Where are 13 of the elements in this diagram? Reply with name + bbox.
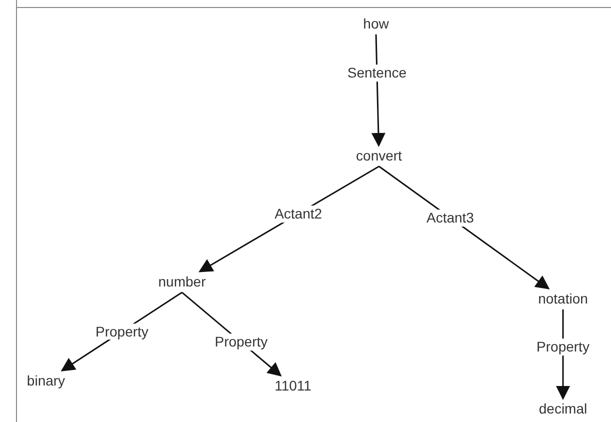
node-label: notation [538,290,588,308]
edge-label: Property [534,338,592,356]
node-label: number [158,274,206,290]
edge-label: Sentence [345,64,409,82]
node-label: binary [26,372,66,390]
node-label: convert [356,148,402,164]
edge-label: Property [94,323,150,340]
edge-label: Actant3 [424,209,476,226]
node-label: 11011 [274,378,312,394]
node-label: decimal [538,400,588,418]
edge-label: Actant2 [272,205,324,222]
edge-label: Property [212,334,270,351]
node-label: how [363,16,389,32]
